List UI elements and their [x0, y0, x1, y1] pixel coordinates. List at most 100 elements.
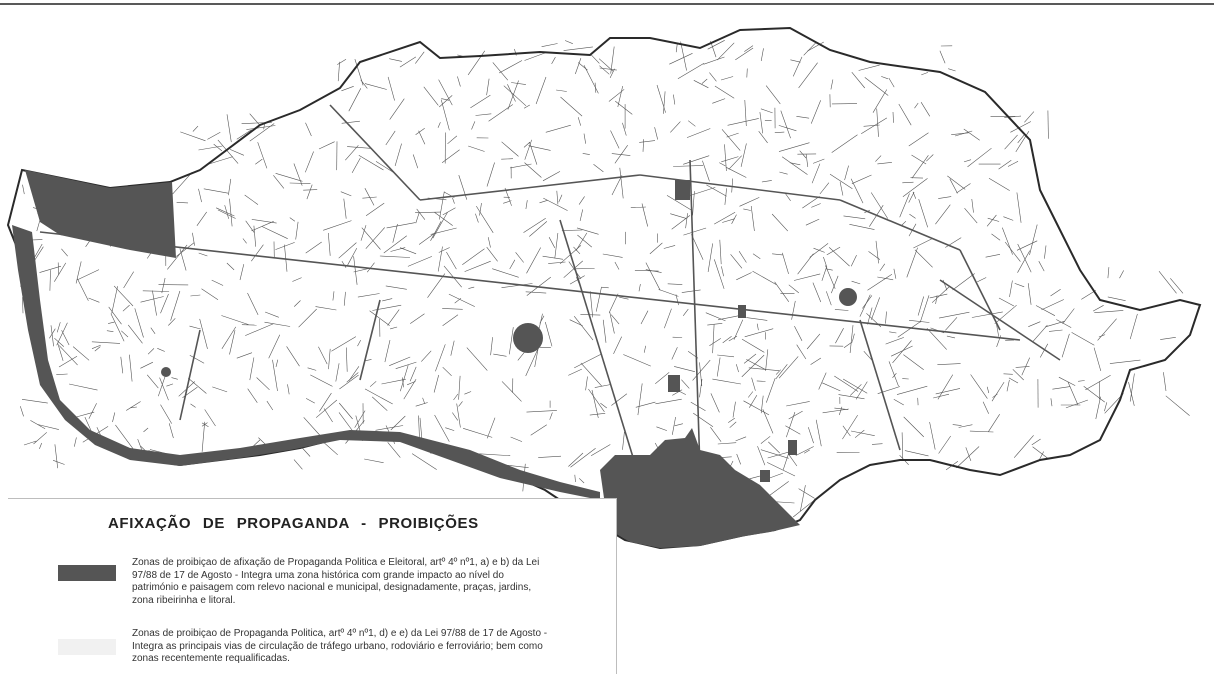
street: [886, 337, 904, 344]
street: [798, 254, 814, 275]
street: [876, 241, 879, 264]
street: [966, 447, 971, 461]
street: [250, 124, 274, 142]
street: [207, 132, 220, 139]
street: [331, 337, 356, 352]
street: [1051, 398, 1052, 406]
street: [431, 221, 442, 241]
street: [168, 318, 175, 325]
street: [897, 386, 927, 394]
street: [180, 132, 205, 141]
street: [468, 146, 484, 152]
street: [614, 337, 622, 354]
street: [191, 404, 196, 408]
street: [391, 416, 406, 430]
street: [568, 369, 582, 375]
street: [470, 95, 490, 108]
street: [1041, 300, 1063, 310]
street: [124, 272, 134, 288]
street: [900, 194, 910, 218]
street: [121, 331, 128, 337]
street: [342, 261, 346, 268]
street: [789, 285, 799, 293]
street: [1108, 267, 1109, 278]
street: [316, 307, 337, 310]
street: [1017, 193, 1021, 223]
street: [548, 262, 565, 264]
street: [953, 425, 962, 426]
street: [255, 159, 262, 164]
street: [536, 77, 546, 104]
street: [385, 340, 390, 362]
street: [294, 460, 302, 470]
street: [656, 427, 667, 431]
prohibition-zones: [12, 170, 857, 548]
street: [792, 301, 796, 320]
street: [337, 59, 346, 64]
street: [171, 291, 180, 321]
street: [502, 142, 519, 157]
street: [779, 172, 787, 174]
street: [919, 199, 928, 227]
street: [720, 240, 721, 264]
street: [1130, 314, 1137, 339]
street: [746, 318, 767, 321]
street: [559, 195, 562, 202]
street: [388, 77, 395, 101]
street: [639, 284, 640, 291]
street: [400, 365, 408, 391]
street: [493, 354, 506, 356]
street: [1030, 225, 1038, 255]
street: [380, 256, 410, 258]
street: [936, 388, 960, 394]
street: [113, 413, 115, 423]
street: [852, 281, 861, 284]
street: [1072, 332, 1095, 345]
street: [586, 377, 588, 391]
street: [782, 157, 807, 175]
street: [410, 367, 416, 381]
street: [912, 155, 927, 164]
street: [740, 197, 760, 206]
street: [786, 412, 795, 437]
street: [822, 266, 827, 280]
street: [813, 159, 824, 163]
street: [641, 311, 648, 324]
legend: AFIXAÇÃO DE PROPAGANDA - PROIBIÇÕES Zona…: [8, 498, 617, 674]
street: [1110, 360, 1141, 364]
street: [579, 196, 585, 204]
street: [424, 87, 439, 106]
street: [781, 111, 791, 139]
street: [957, 184, 971, 194]
street: [202, 289, 219, 300]
street: [408, 256, 432, 266]
street: [948, 69, 955, 71]
street: [840, 182, 843, 196]
prohibition-zone: [760, 470, 770, 482]
street: [714, 212, 735, 224]
street: [578, 117, 581, 126]
street: [251, 245, 263, 262]
street: [389, 357, 410, 366]
street: [713, 325, 715, 354]
street: [894, 399, 904, 405]
street: [611, 131, 620, 149]
street: [816, 420, 821, 446]
street: [258, 142, 267, 168]
street: [643, 139, 644, 152]
street: [683, 228, 706, 235]
prohibition-zone: [788, 440, 797, 455]
street: [844, 216, 866, 219]
street: [751, 206, 754, 231]
street: [889, 332, 896, 333]
street: [472, 121, 475, 129]
street: [288, 384, 290, 394]
street: [336, 363, 339, 381]
street: [358, 340, 361, 346]
street: [502, 381, 522, 401]
street: [736, 364, 738, 372]
street: [987, 387, 989, 393]
street: [702, 79, 707, 84]
street: [354, 256, 358, 285]
street: [23, 297, 24, 313]
